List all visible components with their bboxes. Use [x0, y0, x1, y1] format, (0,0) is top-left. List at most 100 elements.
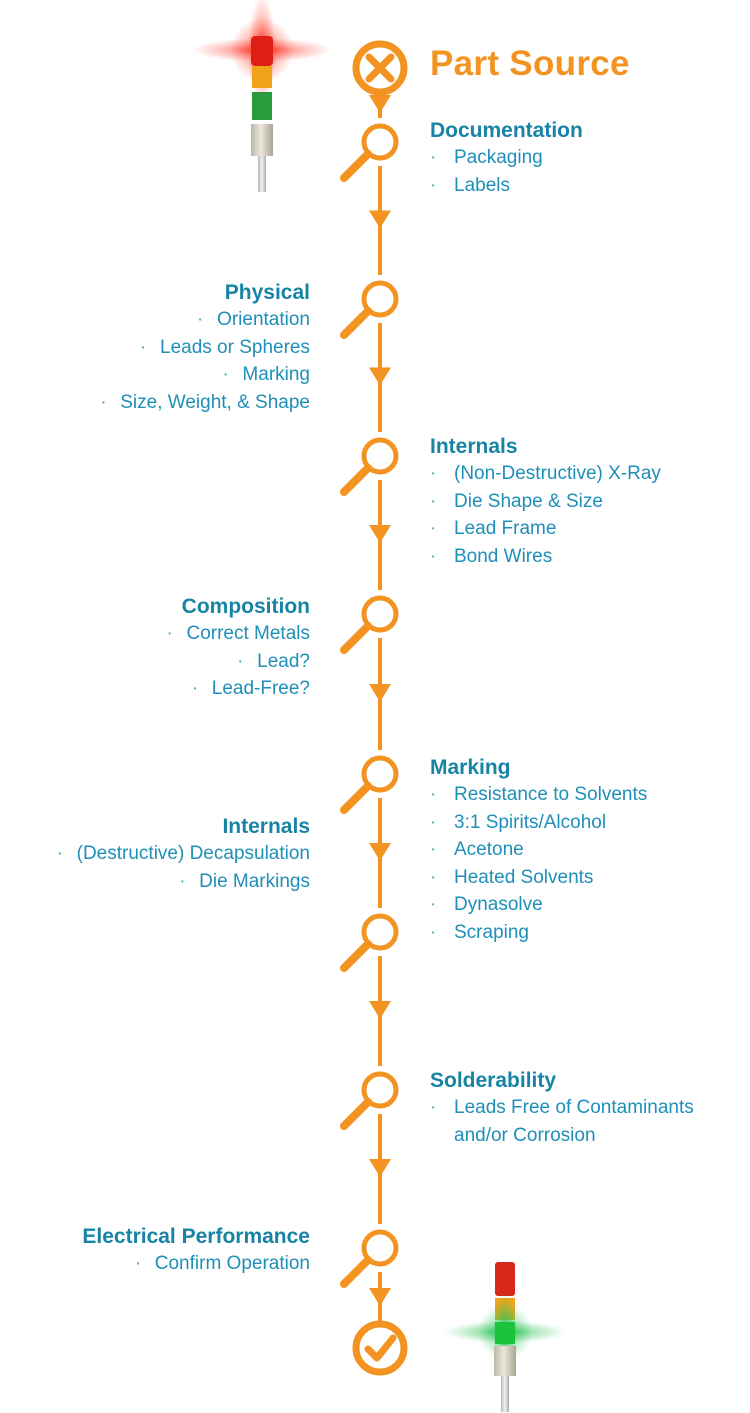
arrow-down-icon: [369, 684, 391, 702]
step-item: · Orientation: [100, 306, 310, 334]
step-item: · Correct Metals: [166, 620, 310, 648]
step-item: · Die Markings: [57, 868, 310, 896]
bullet: [430, 1122, 454, 1150]
bullet: ·: [430, 545, 437, 567]
step-items: · (Non-Destructive) X-Ray · Die Shape & Siz…: [430, 460, 661, 570]
bullet: ·: [191, 678, 199, 699]
step-4: Composition · Correct Metals · Lead? · Lead-Fr…: [166, 594, 310, 703]
step-item-label: Scraping: [454, 921, 529, 943]
bullet: ·: [222, 364, 229, 385]
bullet: ·: [430, 490, 437, 512]
arrow-down-icon: [369, 367, 391, 386]
step-item-label: Bond Wires: [454, 545, 553, 567]
step-title: Internals: [222, 815, 310, 838]
page-title: Part Source: [430, 44, 630, 83]
step-title: Internals: [430, 435, 518, 458]
step-1: Documentation · Packaging · Labels: [430, 118, 583, 199]
step-6: Internals · (Destructive) Decapsulation · Di…: [57, 814, 310, 895]
step-item: · Lead Frame: [430, 515, 661, 543]
green-signal-tower-icon: [443, 1262, 567, 1412]
step-item-label: Leads or Spheres: [160, 336, 310, 358]
step-item-label: Acetone: [454, 839, 524, 860]
step-item: · Bond Wires: [430, 543, 661, 571]
step-title: Documentation: [430, 119, 583, 142]
step-item-label: 3:1 Spirits/Alcohol: [454, 811, 607, 833]
step-item: · Acetone: [430, 836, 647, 864]
bullet: ·: [430, 894, 437, 915]
step-title: Electrical Performance: [82, 1225, 310, 1248]
bullet: ·: [430, 784, 437, 805]
magnifier-icon: [340, 123, 399, 182]
flow-nodes: [340, 123, 399, 1288]
bullet: ·: [237, 650, 244, 672]
step-item-label: (Non-Destructive) X-Ray: [454, 463, 661, 484]
bullet: ·: [430, 174, 437, 196]
step-title: Composition: [181, 595, 310, 618]
step-item-label: Lead Frame: [454, 518, 557, 539]
arrow-down-icon: [369, 210, 391, 229]
bullet: ·: [430, 866, 437, 888]
step-item-label: Confirm Operation: [154, 1253, 310, 1274]
step-item-label: Heated Solvents: [454, 866, 594, 888]
step-item: and/or Corrosion: [430, 1122, 694, 1150]
step-item-label: Correct Metals: [186, 623, 310, 644]
step-item-label: Orientation: [217, 309, 310, 330]
step-item-label: Die Shape & Size: [454, 490, 603, 512]
bullet: ·: [134, 1253, 142, 1274]
bullet: ·: [56, 843, 63, 864]
magnifier-icon: [340, 913, 399, 972]
bullet: ·: [166, 623, 173, 644]
step-item-label: Leads Free of Contaminants: [454, 1097, 694, 1118]
bullet: ·: [430, 839, 437, 860]
step-7: Solderability·Leads Free of Contaminants…: [430, 1068, 694, 1149]
step-item-label: and/or Corrosion: [454, 1124, 596, 1146]
step-item: · Size, Weight, & Shape: [100, 389, 310, 417]
step-items: · Correct Metals · Lead? · Lead-Free?: [166, 620, 310, 703]
arrow-down-icon: [369, 843, 391, 861]
step-item: · Scraping: [430, 919, 647, 947]
step-item: · Heated Solvents: [430, 864, 647, 892]
step-item-label: Dynasolve: [454, 894, 543, 915]
magnifier-icon: [340, 755, 399, 814]
step-item: ·Leads Free of Contaminants: [430, 1094, 694, 1122]
step-item: · Packaging: [430, 144, 583, 172]
bullet: ·: [197, 309, 204, 330]
step-item: · Lead-Free?: [166, 675, 310, 703]
magnifier-icon: [340, 280, 399, 339]
step-item: · Die Shape & Size: [430, 488, 661, 516]
bullet: ·: [430, 463, 437, 484]
arrow-down-icon: [369, 525, 391, 543]
step-title: Marking: [430, 756, 511, 779]
step-item-label: Packaging: [454, 147, 543, 168]
step-item-label: Lead?: [257, 650, 310, 672]
bullet: ·: [179, 870, 186, 892]
step-item-label: (Destructive) Decapsulation: [76, 843, 310, 864]
bullet: ·: [100, 391, 107, 413]
bullet: ·: [430, 147, 437, 168]
arrow-down-icon: [369, 1001, 391, 1019]
bullet: ·: [430, 921, 437, 943]
step-item-label: Labels: [454, 174, 510, 196]
flow-connectors: [369, 92, 391, 1324]
check-circle-icon: [352, 1320, 408, 1376]
step-item-label: Resistance to Solvents: [454, 784, 648, 805]
step-item-label: Lead-Free?: [211, 678, 310, 699]
step-item: · Confirm Operation: [82, 1250, 310, 1278]
step-title: Solderability: [430, 1069, 557, 1092]
step-item: · Labels: [430, 172, 583, 200]
step-items: ·Leads Free of Contaminants and/or Corro…: [430, 1094, 694, 1149]
step-item-label: Size, Weight, & Shape: [120, 391, 310, 413]
x-circle-icon: [352, 40, 408, 96]
arrow-down-icon: [369, 95, 391, 113]
step-item-label: Die Markings: [199, 870, 310, 892]
step-title: Physical: [224, 281, 310, 304]
step-8: Electrical Performance · Confirm Operation: [82, 1224, 310, 1278]
magnifier-icon: [340, 1071, 399, 1130]
step-item: · Dynasolve: [430, 891, 647, 919]
step-item: · (Non-Destructive) X-Ray: [430, 460, 661, 488]
bullet: ·: [430, 518, 437, 539]
step-item: · Lead?: [166, 648, 310, 676]
arrow-down-icon: [369, 1159, 391, 1177]
step-item: ·Marking: [100, 361, 310, 389]
